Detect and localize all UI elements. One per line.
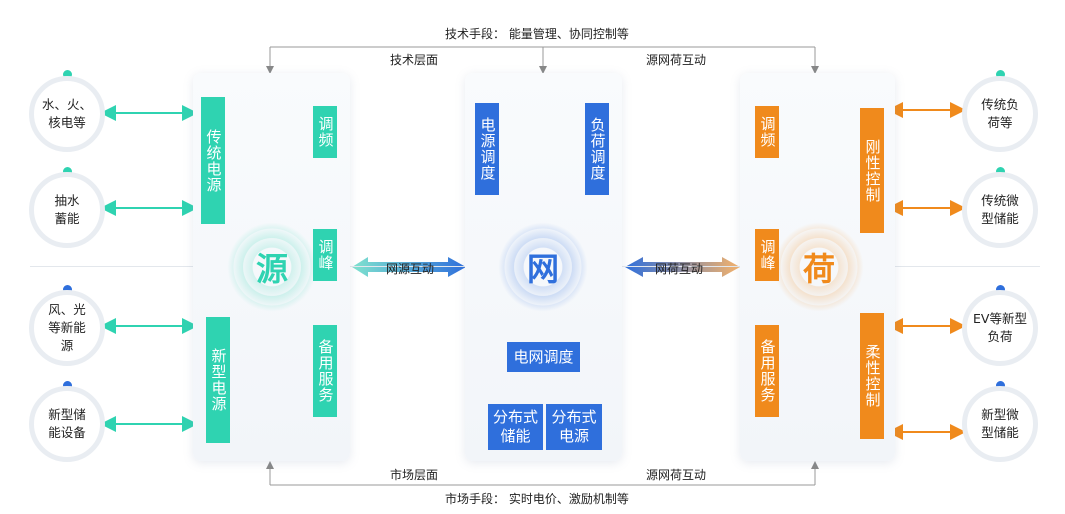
load-char: 荷 [802,250,835,288]
load-freq-box: 调频 [755,106,779,158]
top-interaction-label: 源网荷互动 [646,53,707,67]
source-backup-box: 备用服务 [313,325,337,417]
circle-new-storage: 新型储能设备 [29,386,105,462]
circle-label: 新型储能设备 [48,407,86,440]
market-means-label: 市场手段： 实时电价、激励机制等 [445,492,629,506]
source-peak-box: 调峰 [313,229,337,281]
circle-label: 抽水蓄能 [54,193,80,226]
circle-traditional-load: 传统负荷等 [962,76,1038,152]
circle-label: 传统负荷等 [981,97,1019,130]
status-dot [996,285,1005,294]
status-dot [63,381,72,390]
dist-storage-label: 分布式储能 [492,408,538,445]
source-emblem: 源 [227,222,317,312]
grid-char: 网 [526,250,559,288]
status-dot [63,285,72,294]
dist-power-box: 分布式电源 [546,404,602,450]
load-dispatch-box: 负荷调度 [585,103,609,195]
status-dot [63,167,72,176]
load-emblem: 荷 [774,222,864,312]
bottom-interaction-label: 源网荷互动 [646,468,707,482]
circle-pumped-storage: 抽水蓄能 [29,172,105,248]
circle-ev-new-load: EV等新型负荷 [962,290,1038,366]
status-dot [996,167,1005,176]
flexible-control-box: 柔性控制 [860,313,884,439]
traditional-power-box: 传统电源 [201,97,225,224]
circle-label: 新型微型储能 [981,407,1019,440]
technical-means-label: 技术手段： 能量管理、协同控制等 [445,27,629,41]
technical-layer-label: 技术层面 [390,53,439,67]
power-dispatch-box: 电源调度 [475,103,499,195]
circle-traditional-micro-storage: 传统微型储能 [962,172,1038,248]
circle-new-energy: 风、光等新能源 [29,290,105,366]
dist-storage-box: 分布式储能 [488,404,543,450]
source-grid-interaction-label: 网源互动 [386,262,435,276]
grid-load-interaction-label: 网荷互动 [655,262,704,276]
circle-label: EV等新型负荷 [973,311,1027,344]
market-layer-label: 市场层面 [390,468,439,482]
status-dot [996,70,1005,79]
dist-power-label: 分布式电源 [551,408,597,445]
load-backup-box: 备用服务 [755,325,779,417]
status-dot [996,381,1005,390]
source-char: 源 [255,250,288,288]
load-peak-box: 调峰 [755,229,779,281]
circle-new-micro-storage: 新型微型储能 [962,386,1038,462]
circle-hydro-thermal-nuclear: 水、火、核电等 [29,76,105,152]
new-power-box: 新型电源 [206,317,230,443]
circle-label: 水、火、核电等 [42,97,93,130]
grid-dispatch-box: 电网调度 [507,342,580,372]
circle-label: 传统微型储能 [981,193,1019,226]
circle-label: 风、光等新能源 [48,302,86,353]
status-dot [63,70,72,79]
rigid-control-box: 刚性控制 [860,108,884,233]
source-freq-box: 调频 [313,106,337,158]
grid-emblem: 网 [498,222,588,312]
